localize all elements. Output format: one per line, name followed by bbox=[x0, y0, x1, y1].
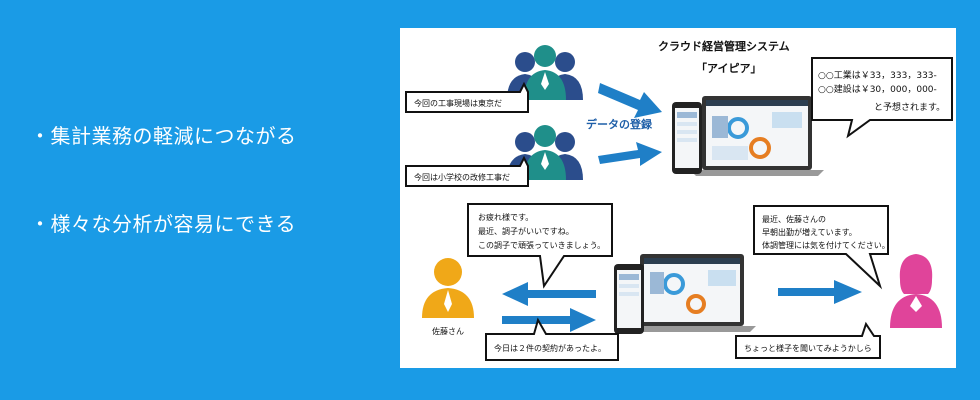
sato-bubble-line-2: 最近、調子がいいですね。 bbox=[478, 226, 574, 236]
speech-bubble-sato: お疲れ様です。 最近、調子がいいですね。 この調子で頑張っていきましょう。 bbox=[467, 203, 613, 289]
speech-bubble-forecast: ○○工業は￥33，333，333- ○○建設は￥30，000，000- と予想さ… bbox=[811, 57, 953, 139]
arrow-to-manager bbox=[778, 280, 862, 304]
speech-text-top-1: 今回の工事現場は東京だ bbox=[414, 98, 502, 108]
manager-bubble-line-2: 早朝出勤が増えています。 bbox=[762, 227, 857, 237]
forecast-line-3: と予想されます。 bbox=[874, 101, 945, 113]
bottom-right-text: ちょっと様子を聞いてみようかしら bbox=[744, 343, 872, 353]
manager-person-icon bbox=[890, 254, 942, 328]
smartphone-top bbox=[672, 102, 702, 174]
arrow-to-system-2 bbox=[598, 142, 662, 166]
speech-bubble-top-1: 今回の工事現場は東京だ bbox=[405, 81, 529, 113]
bullet-reduce-aggregation: ・集計業務の軽減につながる bbox=[30, 124, 297, 148]
speech-text-top-2: 今回は小学校の改修工事だ bbox=[414, 172, 510, 182]
system-title: クラウド経営管理システム bbox=[658, 39, 790, 53]
sato-bubble-line-1: お疲れ様です。 bbox=[478, 212, 533, 222]
system-name: 「アイピア」 bbox=[696, 61, 761, 75]
arrow-right-to-system bbox=[502, 308, 596, 332]
arrow-left-from-system bbox=[502, 282, 596, 306]
contract-text: 今日は２件の契約があったよ。 bbox=[494, 343, 606, 353]
smartphone-bottom bbox=[614, 264, 644, 334]
laptop-dashboard-top bbox=[690, 96, 824, 176]
bullet-easy-analysis: ・様々な分析が容易にできる bbox=[30, 212, 297, 236]
sato-name-label: 佐藤さん bbox=[432, 326, 464, 336]
sato-bubble-line-3: この調子で頑張っていきましょう。 bbox=[478, 240, 605, 250]
manager-bubble-line-1: 最近、佐藤さんの bbox=[762, 214, 826, 224]
data-entry-label: データの登録 bbox=[586, 117, 653, 131]
manager-bubble-line-3: 体調管理には気を付けてください。 bbox=[762, 240, 890, 250]
forecast-line-2: ○○建設は￥30，000，000- bbox=[818, 83, 937, 95]
team-group-icon-middle bbox=[507, 125, 583, 180]
speech-bubble-top-2: 今回は小学校の改修工事だ bbox=[405, 155, 529, 187]
sato-person-icon bbox=[422, 258, 474, 318]
speech-bubble-contract: 今日は２件の契約があったよ。 bbox=[485, 317, 619, 361]
speech-bubble-bottom-right: ちょっと様子を聞いてみようかしら bbox=[735, 321, 881, 359]
forecast-line-1: ○○工業は￥33，333，333- bbox=[818, 69, 937, 81]
arrow-to-system-1 bbox=[598, 83, 662, 118]
speech-bubble-manager: 最近、佐藤さんの 早朝出勤が増えています。 体調管理には気を付けてください。 bbox=[753, 205, 890, 290]
illustration-panel: 今回の工事現場は東京だ 今回は小学校の改修工事だ データの登録 クラウド経営管理… bbox=[400, 28, 956, 368]
laptop-dashboard-bottom bbox=[628, 254, 756, 332]
